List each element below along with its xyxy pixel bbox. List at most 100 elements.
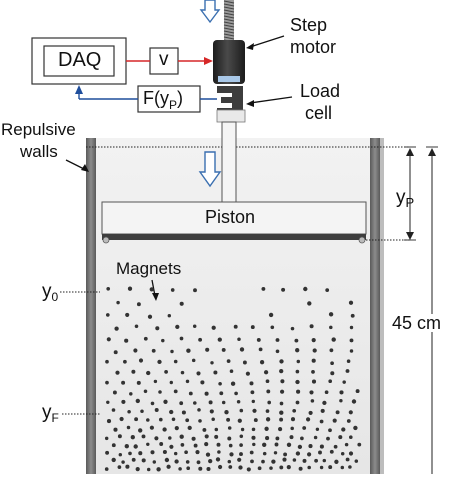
force-symbol: F(y: [143, 88, 169, 108]
magnet-particle: [114, 326, 119, 331]
magnet-particle: [180, 370, 185, 375]
magnet-particle: [228, 443, 233, 448]
load-cell-label-line2: cell: [305, 103, 333, 123]
yf-label: yF: [42, 403, 59, 424]
magnet-particle: [179, 401, 184, 406]
magnet-particle: [121, 380, 126, 385]
magnet-particle: [338, 435, 343, 440]
magnet-particle: [346, 359, 351, 363]
magnet-particle: [179, 336, 184, 341]
magnet-particle: [113, 427, 118, 432]
magnet-particle: [185, 460, 190, 464]
magnet-particle: [228, 465, 233, 469]
magnet-particle: [237, 337, 241, 341]
magnet-particle: [104, 467, 109, 471]
magnet-particle: [140, 409, 144, 414]
rod-thread: [223, 9, 235, 13]
magnet-particle: [292, 408, 297, 413]
magnet-particle: [106, 337, 111, 342]
magnet-particle: [314, 458, 318, 463]
magnet-particle: [211, 325, 216, 330]
magnet-particle: [252, 442, 256, 447]
magnet-particle: [275, 436, 280, 441]
magnet-particle: [296, 389, 301, 394]
yp-dimension: [404, 146, 416, 241]
magnet-particle: [123, 359, 127, 364]
magnet-particle: [319, 444, 324, 449]
magnet-particle: [196, 460, 201, 465]
magnet-particle: [226, 417, 231, 422]
magnet-particle: [134, 417, 139, 422]
daq-box: [31, 37, 127, 85]
magnet-particle: [179, 434, 184, 439]
magnet-particle: [113, 350, 118, 355]
magnet-particle: [126, 425, 131, 430]
magnet-particle: [127, 286, 133, 291]
magnet-particle: [329, 325, 333, 330]
magnet-particle: [181, 410, 186, 415]
magnet-particle: [340, 465, 345, 470]
magnet-particle: [280, 389, 285, 394]
magnet-particle: [198, 337, 203, 342]
piston-screw-left: [102, 236, 110, 244]
magnet-particle: [349, 338, 354, 343]
magnet-particle: [208, 400, 213, 405]
force-close: ): [177, 88, 184, 108]
magnet-particle: [198, 419, 202, 423]
magnet-particle: [319, 419, 324, 424]
magnet-particle: [283, 452, 288, 457]
height-dimension: [426, 146, 438, 474]
magnet-particle: [143, 389, 148, 394]
magnet-particle: [210, 361, 214, 365]
magnet-particle: [295, 348, 300, 353]
magnet-particle: [234, 391, 238, 396]
magnet-particle: [322, 458, 327, 463]
magnet-particle: [331, 337, 336, 342]
magnet-particle: [253, 418, 258, 423]
magnet-particle: [256, 337, 261, 342]
magnet-particle: [242, 360, 247, 365]
magnet-particle: [117, 434, 122, 439]
magnet-particle: [239, 347, 245, 352]
magnet-particle: [246, 467, 251, 472]
magnet-particle: [357, 442, 362, 447]
magnet-particle: [245, 371, 250, 376]
magnet-particle: [251, 427, 256, 432]
magnet-particle: [264, 426, 269, 431]
magnet-particle: [302, 458, 307, 463]
magnet-particle: [328, 465, 333, 470]
magnet-particle: [318, 450, 322, 455]
magnet-particle: [198, 466, 203, 471]
magnet-particle: [192, 324, 197, 329]
magnet-particle: [230, 381, 236, 386]
magnet-particle: [105, 450, 110, 455]
magnet-particle: [295, 369, 300, 374]
magnet-particle: [105, 359, 109, 364]
magnet-particle: [345, 369, 350, 373]
magnet-particle: [344, 442, 349, 447]
magnet-particle: [125, 464, 130, 469]
magnet-particle: [311, 370, 315, 374]
magnet-particle: [211, 417, 215, 422]
magnet-particle: [282, 457, 287, 462]
magnet-field: [104, 286, 362, 472]
magnet-particle: [275, 338, 280, 342]
magnet-particle: [178, 467, 182, 471]
magnet-particle: [328, 379, 333, 384]
magnet-particle: [346, 419, 351, 423]
magnet-particle: [297, 444, 303, 450]
magnet-particle: [328, 428, 332, 433]
rod-thread: [223, 33, 235, 37]
magnet-particle: [258, 347, 263, 352]
magnet-particle: [290, 426, 294, 431]
magnet-particle: [325, 288, 330, 292]
magnet-particle: [249, 450, 254, 455]
magnet-particle: [127, 409, 131, 414]
magnet-particle: [164, 457, 170, 463]
magnet-particle: [300, 436, 304, 441]
magnet-particle: [186, 348, 191, 353]
magnet-particle: [279, 359, 284, 364]
magnet-particle: [342, 380, 346, 384]
